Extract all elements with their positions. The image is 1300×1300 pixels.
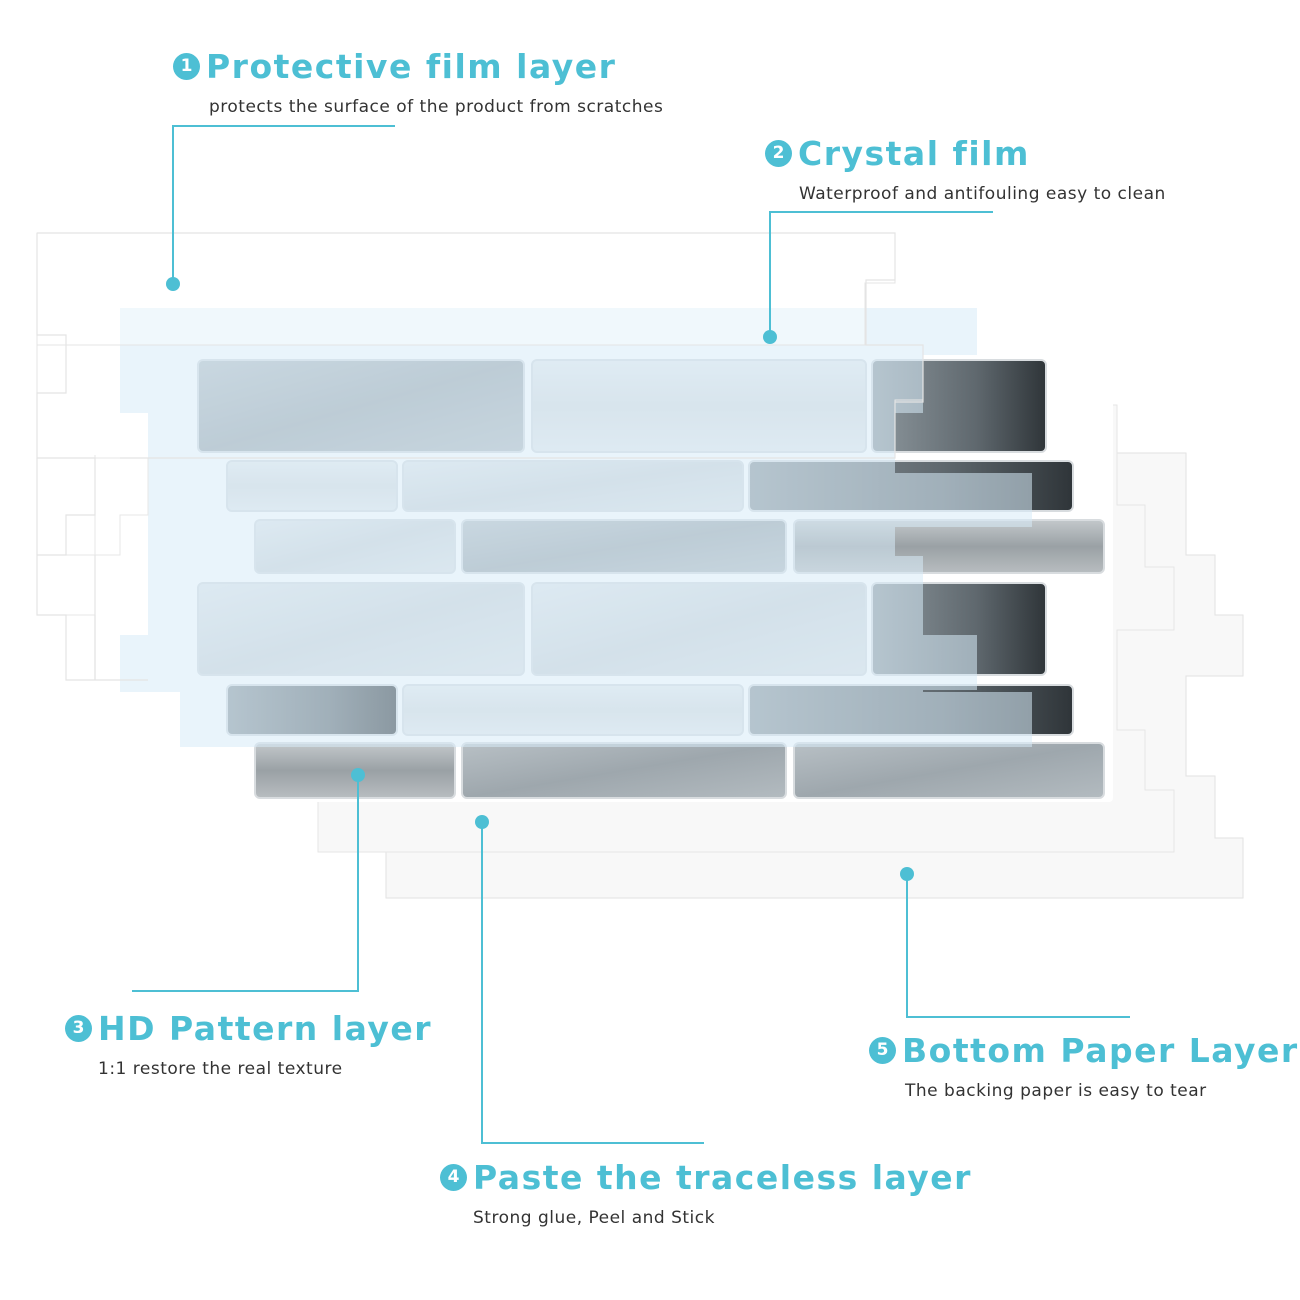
layer-5-label: 5 Bottom Paper Layer The backing paper i… xyxy=(869,1034,1299,1101)
layer-3-number-badge: 3 xyxy=(65,1015,92,1042)
layer-4-title: 4 Paste the traceless layer xyxy=(440,1161,972,1194)
layer-5-title: 5 Bottom Paper Layer xyxy=(869,1034,1299,1067)
layer-2-title: 2 Crystal film xyxy=(765,137,1166,170)
layer-3-leader-dot xyxy=(351,768,365,782)
layer-1-subtitle: protects the surface of the product from… xyxy=(209,97,663,117)
layer-3-subtitle: 1:1 restore the real texture xyxy=(98,1059,432,1079)
layer-5-title-text: Bottom Paper Layer xyxy=(902,1034,1299,1067)
layer-1-leader-dot xyxy=(166,277,180,291)
layer-3-label: 3 HD Pattern layer 1:1 restore the real … xyxy=(65,1012,432,1079)
layer-5-subtitle: The backing paper is easy to tear xyxy=(905,1081,1299,1101)
layer-1-title: 1 Protective film layer xyxy=(173,50,663,83)
layer-3-title-text: HD Pattern layer xyxy=(98,1012,432,1045)
layer-2-leader-dot xyxy=(763,330,777,344)
layer-4-number-badge: 4 xyxy=(440,1164,467,1191)
layer-3-title: 3 HD Pattern layer xyxy=(65,1012,432,1045)
tile xyxy=(462,743,786,798)
layer-2-title-text: Crystal film xyxy=(798,137,1030,170)
layer-2-number-badge: 2 xyxy=(765,140,792,167)
layer-1-number-badge: 1 xyxy=(173,53,200,80)
layer-4-leader-dot xyxy=(475,815,489,829)
layer-4-subtitle: Strong glue, Peel and Stick xyxy=(473,1208,972,1228)
layer-2-subtitle: Waterproof and antifouling easy to clean xyxy=(799,184,1166,204)
layer-4-label: 4 Paste the traceless layer Strong glue,… xyxy=(440,1161,972,1228)
layer-5-leader-dot xyxy=(900,867,914,881)
layer-1-label: 1 Protective film layer protects the sur… xyxy=(173,50,663,117)
layer-5-number-badge: 5 xyxy=(869,1037,896,1064)
layer-1-title-text: Protective film layer xyxy=(206,50,616,83)
layer-4-title-text: Paste the traceless layer xyxy=(473,1161,972,1194)
tile xyxy=(794,743,1104,798)
layer-2-label: 2 Crystal film Waterproof and antifoulin… xyxy=(765,137,1166,204)
